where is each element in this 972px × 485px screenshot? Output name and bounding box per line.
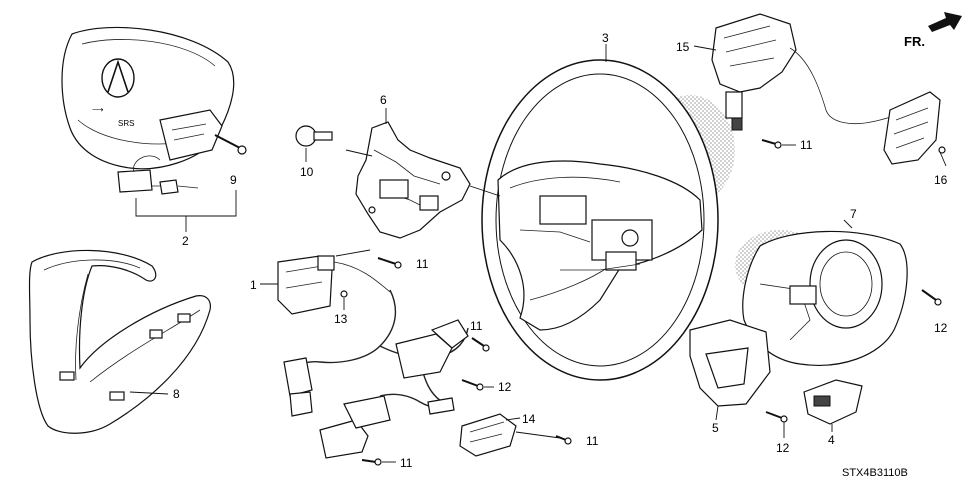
bolt-12-right <box>921 289 942 306</box>
part-16-switch-assy <box>883 91 947 167</box>
bolt-11-upper <box>761 139 796 149</box>
part-13-bolt <box>340 290 348 310</box>
bolt-12-center <box>461 379 494 391</box>
fr-label: FR. <box>904 34 925 49</box>
bolt-11-center <box>471 337 490 352</box>
callout-11-lower-right: 11 <box>586 434 599 448</box>
part-5-lower-garnish <box>689 319 771 421</box>
leader-8 <box>129 391 169 395</box>
callout-6: 6 <box>380 93 387 107</box>
callout-7: 7 <box>850 207 857 221</box>
callout-9: 9 <box>230 173 237 187</box>
part-3-steering-wheel <box>481 44 719 381</box>
callout-11-lower-left: 11 <box>400 456 413 470</box>
callout-1: 1 <box>250 278 257 292</box>
bolt-11-mid <box>377 257 402 269</box>
part-15-switch-assy <box>693 13 915 131</box>
callout-11-mid: 11 <box>416 257 429 271</box>
callout-13: 13 <box>334 312 348 326</box>
callout-12-lower: 12 <box>776 441 790 455</box>
wire-harness <box>283 289 469 459</box>
callout-labels: FR. 1 2 3 4 5 6 7 8 9 10 11 11 11 11 11 … <box>173 31 948 479</box>
part-10-bolt <box>295 125 333 162</box>
airbag-mark: ⟶ <box>92 105 104 114</box>
leader-10-to-6 <box>345 149 373 157</box>
bolt-12-lower <box>765 411 788 438</box>
part-7-rear-cover <box>742 219 908 366</box>
callout-12-right: 12 <box>934 321 948 335</box>
callout-14: 14 <box>522 412 536 426</box>
callout-15: 15 <box>676 40 690 54</box>
part-9-airbag-module: ⟶ SRS <box>61 26 235 195</box>
callout-10: 10 <box>300 165 314 179</box>
front-direction-arrow <box>928 12 962 32</box>
leader-2 <box>135 190 237 232</box>
airbag-text-mark: SRS <box>118 119 134 128</box>
callout-11-center: 11 <box>470 319 483 333</box>
callout-5: 5 <box>712 421 719 435</box>
part-8-lower-garnish <box>28 249 211 434</box>
callout-11-upper: 11 <box>800 138 813 152</box>
callout-2: 2 <box>182 234 189 248</box>
part-4-cover <box>803 379 863 432</box>
diagram-code: STX4B3110B <box>842 467 908 479</box>
acura-logo-emblem <box>101 58 135 98</box>
callout-12-center: 12 <box>498 380 512 394</box>
bolt-11-lower-left <box>361 458 396 466</box>
part-6-bracket <box>355 108 471 239</box>
bolt-9 <box>214 134 247 155</box>
callout-8: 8 <box>173 387 180 401</box>
part-14-switch <box>459 413 561 457</box>
bolt-16 <box>938 146 946 154</box>
part-1-connector <box>260 249 391 315</box>
callout-4: 4 <box>828 433 835 447</box>
callout-3: 3 <box>602 31 609 45</box>
callout-16: 16 <box>934 173 948 187</box>
leader-6-to-3 <box>469 185 501 197</box>
bolt-11-lower-right <box>555 435 572 445</box>
